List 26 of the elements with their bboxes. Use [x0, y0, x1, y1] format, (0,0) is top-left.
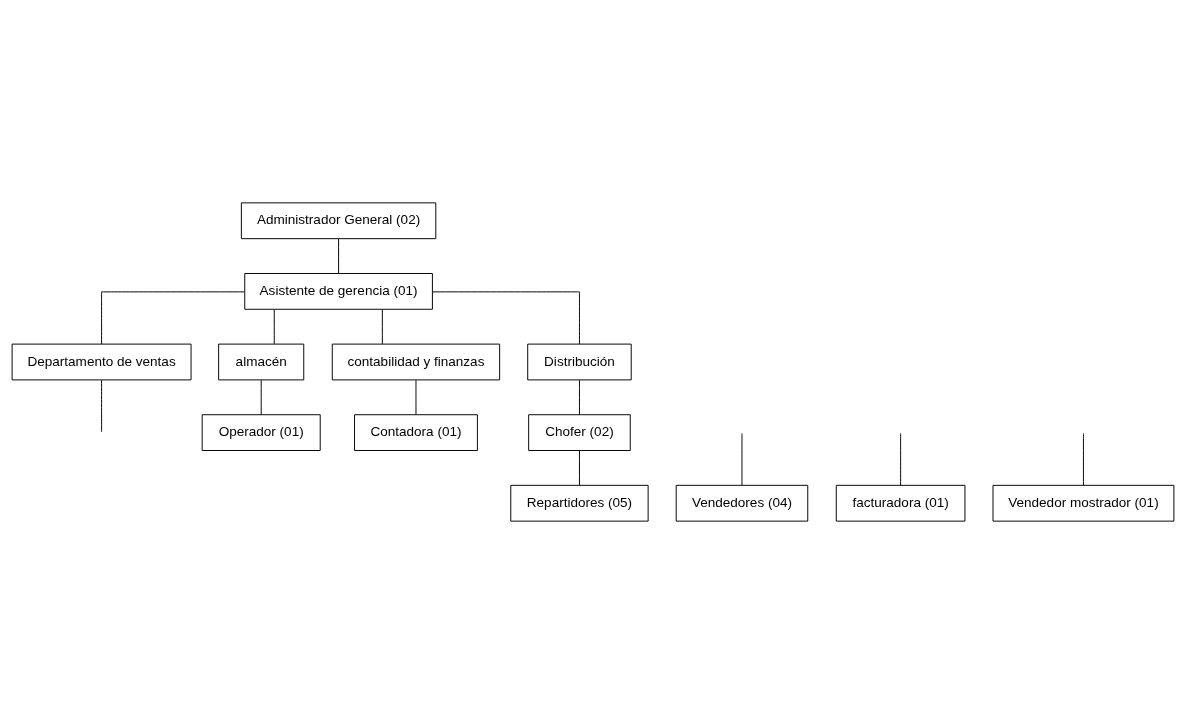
- connector: [415, 379, 417, 415]
- node-box: facturadora (01): [835, 484, 966, 522]
- connector: [260, 379, 262, 415]
- connector: [578, 450, 580, 486]
- connector: [1082, 432, 1084, 486]
- connector: [381, 309, 383, 345]
- node-box: Asistente de gerencia (01): [244, 273, 433, 310]
- connector: [101, 379, 103, 433]
- node-box: contabilidad y finanzas: [331, 343, 501, 381]
- connector: [101, 291, 246, 345]
- connector: [578, 379, 580, 415]
- connector: [900, 432, 902, 486]
- node-box: Contadora (01): [354, 414, 478, 451]
- node-box: Vendedor mostrador (01): [992, 484, 1175, 522]
- connector: [432, 291, 580, 345]
- node-box: Administrador General (02): [240, 202, 437, 240]
- node-box: Distribución: [527, 343, 632, 381]
- node-box: Operador (01): [201, 414, 321, 451]
- node-box: almacén: [218, 343, 305, 381]
- node-box: Vendedores (04): [675, 484, 809, 522]
- node-box: Chofer (02): [528, 414, 631, 451]
- connector: [273, 309, 275, 345]
- connector: [338, 238, 340, 274]
- node-box: Departamento de ventas: [11, 343, 192, 381]
- node-box: Repartidores (05): [510, 484, 649, 522]
- connector: [741, 432, 743, 486]
